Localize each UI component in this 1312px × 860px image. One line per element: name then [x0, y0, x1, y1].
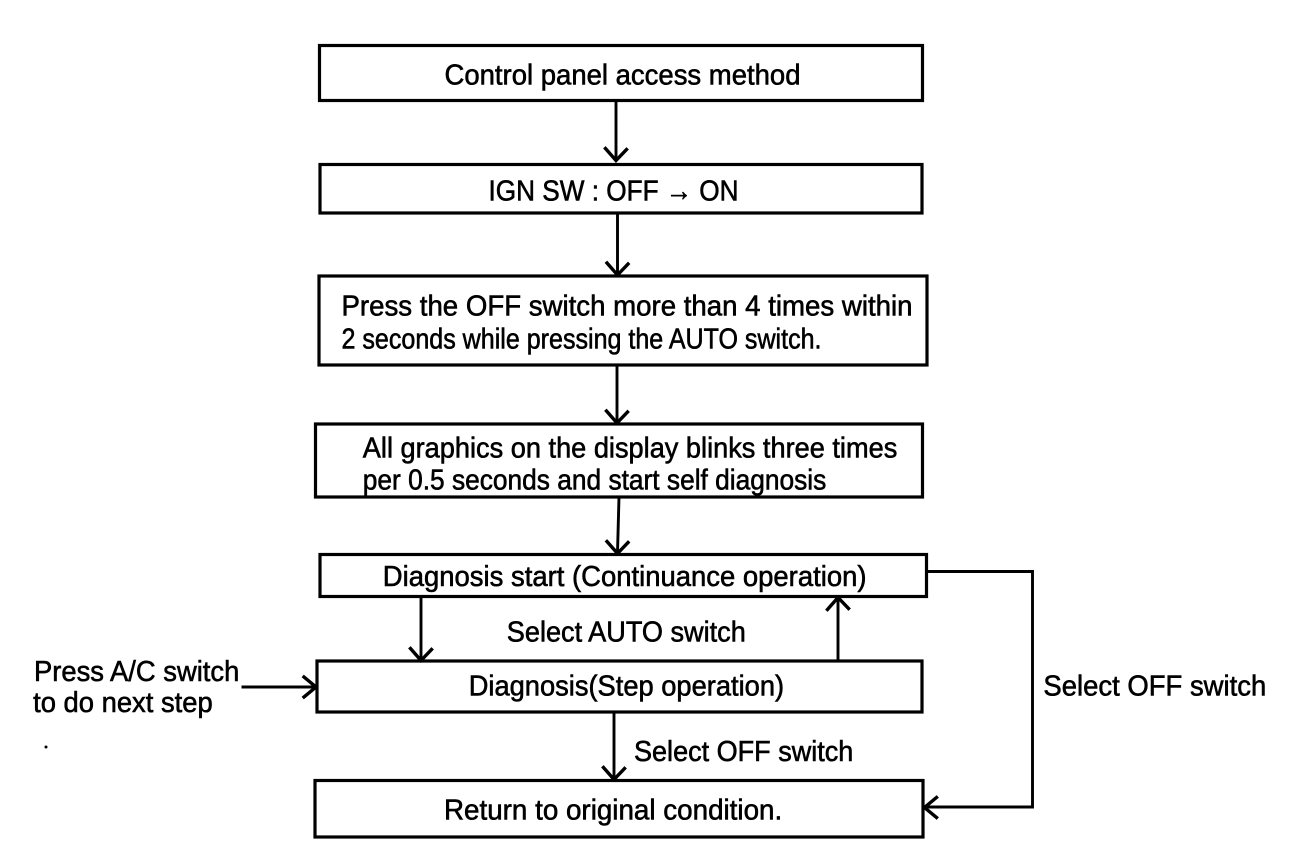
svg-text:Select AUTO switch: Select AUTO switch	[507, 617, 746, 649]
svg-text:Diagnosis start (Continuance o: Diagnosis start (Continuance operation)	[383, 561, 867, 593]
svg-text:Select OFF switch: Select OFF switch	[1043, 671, 1266, 703]
svg-text:Diagnosis(Step operation): Diagnosis(Step operation)	[469, 671, 784, 703]
svg-text:Press A/C switch: Press A/C switch	[34, 656, 239, 688]
svg-text:Press the OFF switch more than: Press the OFF switch more than 4 times w…	[342, 290, 913, 322]
svg-text:2 seconds while pressing the A: 2 seconds while pressing the AUTO switch…	[342, 324, 822, 356]
svg-text:Control panel access method: Control panel access method	[445, 59, 801, 91]
svg-text:to do next step: to do next step	[33, 687, 213, 719]
svg-text:All graphics on the display bl: All graphics on the display blinks three…	[363, 433, 898, 465]
svg-text:Return to original condition.: Return to original condition.	[444, 795, 782, 827]
svg-text:IGN SW : OFF → ON: IGN SW : OFF → ON	[489, 176, 739, 208]
svg-text:Select OFF switch: Select OFF switch	[634, 736, 853, 768]
svg-text:per 0.5 seconds and start self: per 0.5 seconds and start self diagnosis	[363, 465, 827, 497]
